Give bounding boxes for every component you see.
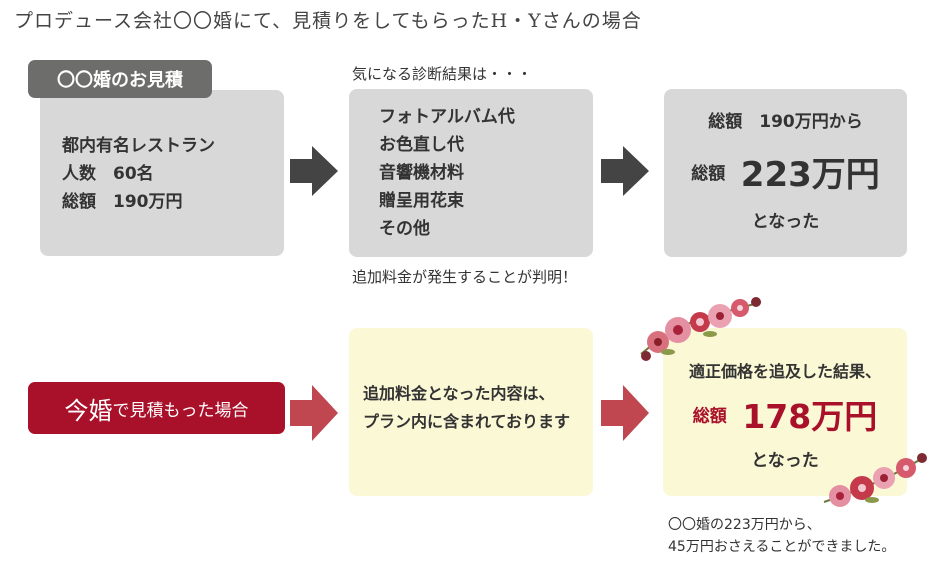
included-line2: プラン内に含まれております (363, 412, 571, 431)
bottom-result-amount: 178万円 (742, 397, 878, 436)
page-title: プロデュース会社〇〇婚にて、見積りをしてもらったH・Yさんの場合 (14, 10, 642, 32)
arrow-right-icon (601, 385, 649, 441)
konkon-tag-text: で見積もった場合 (112, 400, 249, 421)
top-result-line1: 総額 190万円から (708, 112, 863, 132)
diagnosis-item: 音響機材料 (379, 163, 464, 183)
estimate-total: 総額 190万円 (62, 192, 183, 212)
footnote-line2: 45万円おさえることができました。 (668, 539, 896, 555)
arrow-right-icon (601, 146, 649, 196)
estimate-guests: 人数 60名 (62, 164, 154, 184)
konkon-tag-brand: 今婚 (64, 396, 113, 425)
top-result-label: 総額 (691, 164, 726, 184)
footnote-line1: 〇〇婚の223万円から、 (668, 517, 821, 533)
bottom-result-box: 適正価格を追及した結果、 総額 178万円 となった (663, 328, 907, 496)
bottom-result-line1: 適正価格を追及した結果、 (688, 362, 881, 381)
arrow-right-icon (290, 146, 338, 196)
footnote: 〇〇婚の223万円から、 45万円おさえることができました。 (668, 514, 895, 558)
diagnosis-box: フォトアルバム代 お色直し代 音響機材料 贈呈用花束 その他 (349, 89, 593, 257)
included-box: 追加料金となった内容は、 プラン内に含まれております (349, 328, 593, 496)
top-result-box: 総額 190万円から 総額 223万円 となった (664, 89, 907, 257)
diagnosis-item: フォトアルバム代 (379, 107, 515, 127)
estimate-tag: 〇〇婚のお見積 (28, 60, 212, 98)
estimate-venue: 都内有名レストラン (62, 136, 215, 156)
top-result-amount: 223万円 (740, 155, 880, 195)
included-line1: 追加料金となった内容は、 (363, 384, 555, 403)
bottom-result-suffix: となった (751, 451, 819, 471)
top-result-suffix: となった (751, 212, 820, 232)
diagnosis-note: 追加料金が発生することが判明！ (352, 268, 578, 286)
diagnosis-item: 贈呈用花束 (379, 191, 464, 211)
estimate-box: 都内有名レストラン 人数 60名 総額 190万円 (40, 90, 284, 256)
diagnosis-item: その他 (379, 219, 430, 239)
diagnosis-item: お色直し代 (379, 135, 464, 155)
bottom-result-label: 総額 (692, 406, 727, 427)
diagnosis-header: 気になる診断結果は・・・ (352, 65, 533, 83)
arrow-right-icon (290, 385, 338, 441)
konkon-tag: 今婚で見積もった場合 (28, 382, 285, 434)
